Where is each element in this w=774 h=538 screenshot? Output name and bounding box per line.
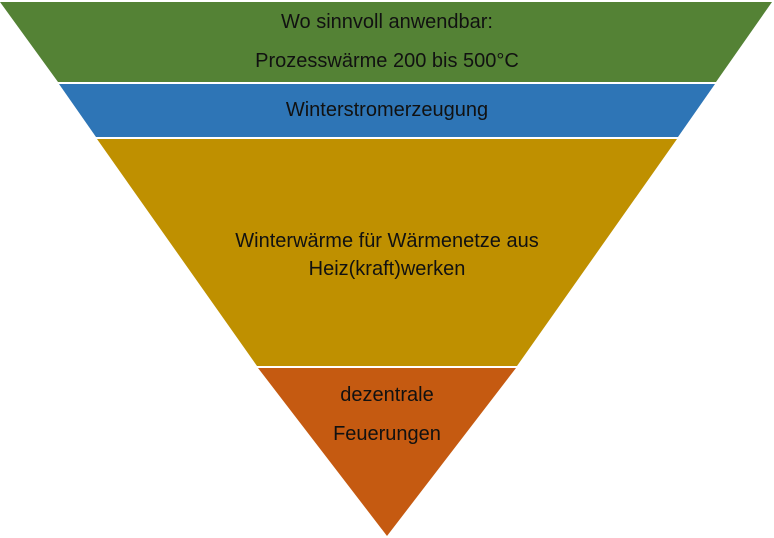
- pyramid-layer-decentral: [258, 368, 516, 536]
- layer-winter-heat-line-2: Heiz(kraft)werken: [308, 258, 466, 280]
- layer-winter-power-label: Winterstromerzeugung: [285, 99, 489, 121]
- pyramid-layer-winter-heat: [97, 139, 677, 366]
- layer-process-heat-line-2: Prozesswärme 200 bis 500°C: [255, 50, 519, 72]
- layer-decentral-line-1: dezentrale: [340, 384, 434, 406]
- layer-winter-heat-line-1: Winterwärme für Wärmenetze aus: [235, 230, 539, 252]
- pyramid-layer-winter-power: [59, 84, 715, 137]
- pyramid-layer-process-heat: [0, 2, 772, 82]
- layer-decentral-line-2: Feuerungen: [333, 423, 441, 445]
- layer-process-heat-line-1: Wo sinnvoll anwendbar:: [281, 11, 493, 33]
